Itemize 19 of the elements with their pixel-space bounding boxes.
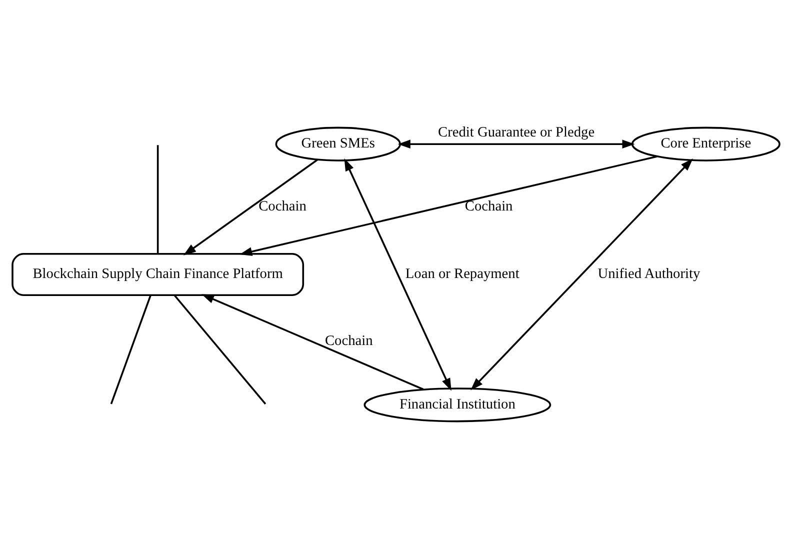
edge-label: Cochain [324, 333, 373, 350]
edge-label: Loan or Repayment [405, 266, 520, 282]
node-ellipse: Green SMEs [275, 126, 401, 162]
edge-label: Unified Authority [598, 266, 700, 282]
edge-label: Cochain [464, 198, 513, 215]
arrow [201, 294, 424, 390]
arrow [398, 140, 635, 148]
arrow [183, 159, 318, 256]
arrow [344, 158, 452, 391]
connector [110, 294, 152, 404]
node-ellipse: Core Enterprise [631, 126, 780, 162]
node-ellipse: Financial Institution [364, 388, 552, 422]
edge-label: Credit Guarantee or Pledge [438, 124, 595, 141]
connector [174, 294, 266, 405]
connector [156, 145, 159, 254]
edge-label: Cochain [258, 198, 306, 215]
arrow [239, 156, 658, 256]
node-box: Blockchain Supply Chain Finance Platform [12, 252, 304, 296]
arrow [470, 158, 693, 390]
